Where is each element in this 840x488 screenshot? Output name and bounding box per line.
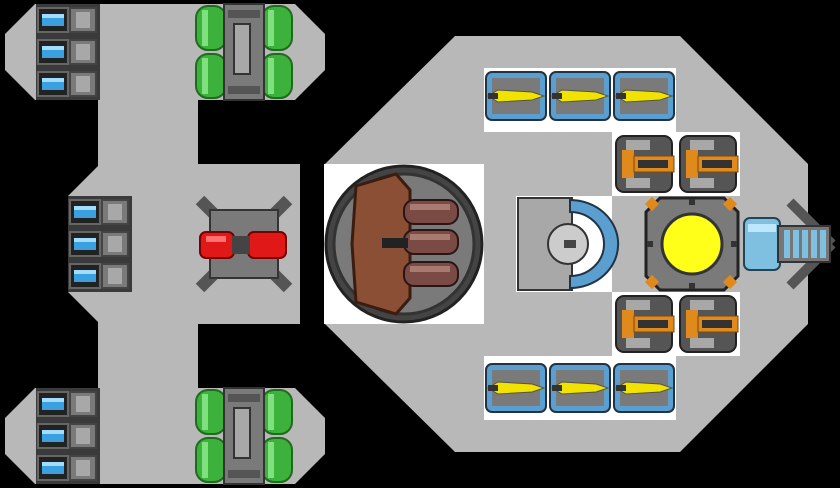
shield-generator[interactable] [517,197,620,291]
main-cannon[interactable] [324,164,484,324]
engine-bank-bottom[interactable] [615,295,739,353]
thruster-rack-top[interactable] [36,4,100,100]
fuel-tank-bottom[interactable] [195,387,293,485]
engine-bank-top[interactable] [615,135,739,193]
red-turret[interactable] [195,195,293,293]
missile-pod[interactable] [485,71,547,121]
missile-pod[interactable] [613,71,675,121]
orange-engine[interactable] [615,295,675,353]
fuel-tank-top[interactable] [195,3,293,101]
missile-bank-top[interactable] [485,71,675,121]
thruster-rack-bottom[interactable] [36,388,100,484]
thruster-rack-middle[interactable] [68,196,132,292]
reactor-core[interactable] [644,196,740,292]
orange-engine[interactable] [679,135,739,193]
missile-pod[interactable] [549,363,611,413]
missile-bank-bottom[interactable] [485,363,675,413]
missile-pod[interactable] [485,363,547,413]
blue-main-engine[interactable] [743,198,836,290]
orange-engine[interactable] [615,135,675,193]
missile-pod[interactable] [549,71,611,121]
orange-engine[interactable] [679,295,739,353]
missile-pod[interactable] [613,363,675,413]
